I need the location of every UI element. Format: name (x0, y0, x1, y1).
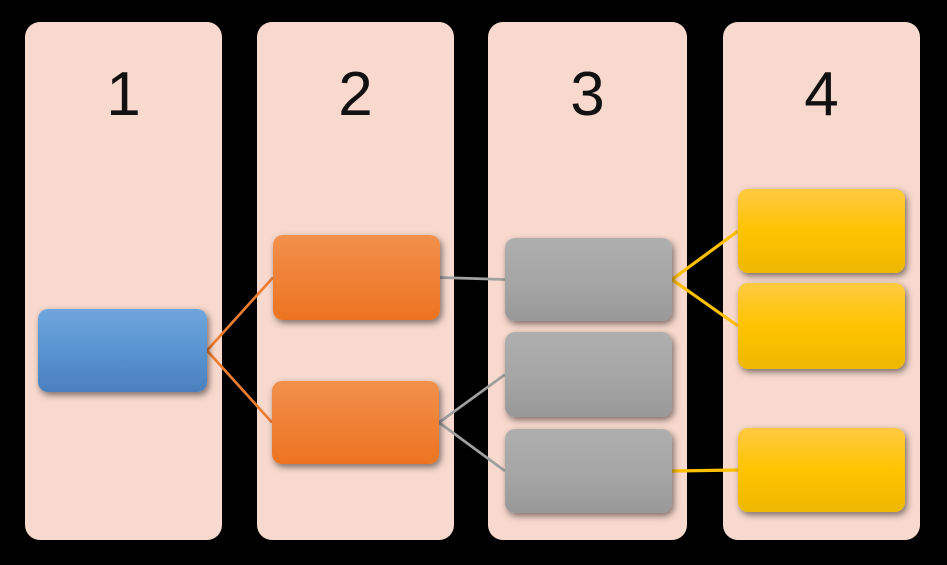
node-gray-1 (505, 238, 672, 321)
node-yellow-3 (738, 428, 905, 512)
node-gray-2 (505, 332, 672, 417)
column-1-label: 1 (106, 60, 141, 129)
column-3-label: 3 (570, 60, 605, 129)
node-yellow-2 (738, 283, 905, 369)
node-gray-3 (505, 429, 672, 513)
node-orange-2 (272, 381, 439, 464)
node-orange-1 (273, 235, 440, 320)
node-blue-1 (38, 309, 207, 392)
column-4-label: 4 (804, 60, 839, 129)
column-panel-1: 1 (25, 22, 222, 540)
column-2-label: 2 (338, 60, 373, 129)
node-yellow-1 (738, 189, 905, 273)
